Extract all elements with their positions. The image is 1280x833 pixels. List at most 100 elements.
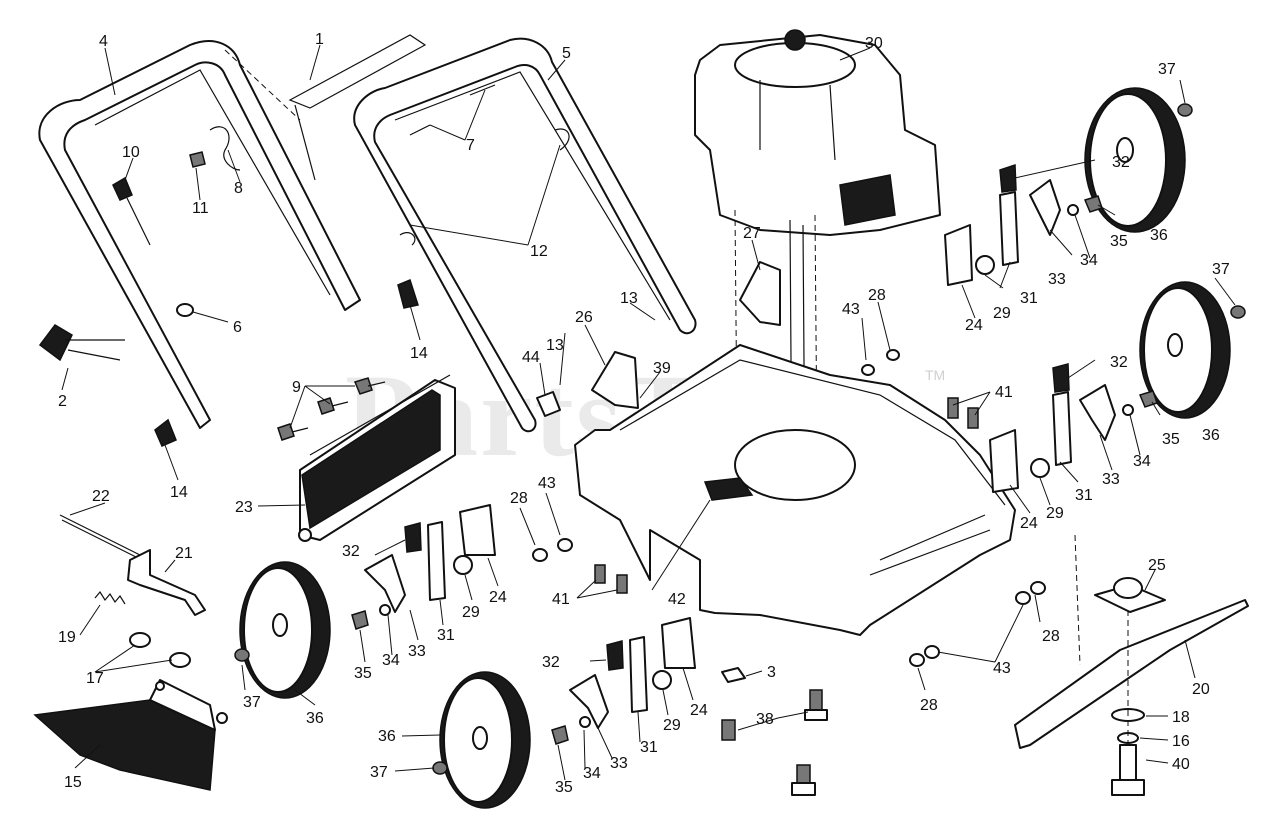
callout-29c: 29 bbox=[462, 604, 480, 621]
callout-29b: 29 bbox=[1046, 505, 1064, 522]
callout-31b: 31 bbox=[1075, 487, 1093, 504]
callout-34c: 34 bbox=[382, 652, 400, 669]
callout-37a: 37 bbox=[1158, 61, 1176, 78]
cable-tie-8 bbox=[209, 126, 241, 171]
callout-5: 5 bbox=[562, 45, 571, 62]
callout-labels: 1 2 3 4 5 6 7 8 9 10 11 12 13 13 14 14 1… bbox=[58, 31, 1230, 796]
callout-31a: 31 bbox=[1020, 290, 1038, 307]
callout-32a: 32 bbox=[1112, 154, 1130, 171]
plug-44 bbox=[536, 391, 561, 417]
wheel-assembly-right-rear bbox=[944, 87, 1193, 286]
callout-43b: 43 bbox=[538, 475, 556, 492]
cable-handle-1 bbox=[224, 34, 427, 181]
callout-1: 1 bbox=[315, 31, 324, 48]
callout-28b: 28 bbox=[510, 490, 528, 507]
knob-14-right bbox=[397, 278, 419, 309]
callout-9: 9 bbox=[292, 379, 301, 396]
callout-19: 19 bbox=[58, 629, 76, 646]
bracket-21 bbox=[127, 549, 206, 616]
leader-lines bbox=[69, 44, 1236, 781]
bolts-38 bbox=[721, 689, 828, 796]
handle-bracket-6-hardware bbox=[176, 303, 229, 323]
callout-29d: 29 bbox=[663, 717, 681, 734]
bolts-9 bbox=[277, 377, 386, 441]
callout-2: 2 bbox=[58, 393, 67, 410]
callout-33a: 33 bbox=[1048, 271, 1066, 288]
callout-31d: 31 bbox=[640, 739, 658, 756]
callout-37d: 37 bbox=[370, 764, 388, 781]
callout-29a: 29 bbox=[993, 305, 1011, 322]
spring-19 bbox=[94, 590, 126, 605]
callout-12: 12 bbox=[530, 243, 548, 260]
hinge-rod-22 bbox=[59, 514, 143, 561]
mower-deck bbox=[574, 344, 1016, 636]
callout-20: 20 bbox=[1192, 681, 1210, 698]
wheel-assembly-left-rear bbox=[432, 617, 696, 809]
callout-42: 42 bbox=[668, 591, 686, 608]
upper-handle-4 bbox=[38, 40, 361, 429]
callout-35a: 35 bbox=[1110, 233, 1128, 250]
callout-23: 23 bbox=[235, 499, 253, 516]
wheel-assembly-right-front bbox=[989, 281, 1246, 493]
callout-30: 30 bbox=[865, 35, 883, 52]
callout-31c: 31 bbox=[437, 627, 455, 644]
callout-6: 6 bbox=[233, 319, 242, 336]
callout-24d: 24 bbox=[690, 702, 708, 719]
callout-39: 39 bbox=[653, 360, 671, 377]
callout-14a: 14 bbox=[410, 345, 428, 362]
callout-36a: 36 bbox=[1150, 227, 1168, 244]
callout-18: 18 bbox=[1172, 709, 1190, 726]
wheel-bracket-26 bbox=[591, 351, 639, 409]
callout-10: 10 bbox=[122, 144, 140, 161]
callout-36b: 36 bbox=[1202, 427, 1220, 444]
blade-adapter-25 bbox=[1094, 577, 1166, 613]
callout-32b: 32 bbox=[1110, 354, 1128, 371]
cable-ties-7-12 bbox=[399, 84, 570, 246]
callout-36d: 36 bbox=[378, 728, 396, 745]
cable-guide-10 bbox=[112, 176, 151, 246]
callout-37b: 37 bbox=[1212, 261, 1230, 278]
callout-44: 44 bbox=[522, 349, 540, 366]
callout-24a: 24 bbox=[965, 317, 983, 334]
callout-7: 7 bbox=[466, 137, 475, 154]
wheel-bracket-27 bbox=[739, 261, 781, 326]
callout-43a: 43 bbox=[842, 301, 860, 318]
discharge-deflector-15 bbox=[33, 679, 228, 791]
knob-14-left bbox=[154, 418, 177, 447]
callout-33b: 33 bbox=[1102, 471, 1120, 488]
callout-40: 40 bbox=[1172, 756, 1190, 773]
callout-22: 22 bbox=[92, 488, 110, 505]
callout-11: 11 bbox=[192, 200, 209, 217]
callout-4: 4 bbox=[99, 33, 108, 50]
callout-33c: 33 bbox=[408, 643, 426, 660]
callout-38: 38 bbox=[756, 711, 774, 728]
handle-knob-2 bbox=[38, 324, 125, 391]
callout-8: 8 bbox=[234, 180, 243, 197]
callout-35d: 35 bbox=[555, 779, 573, 796]
wheel-assembly-left-front bbox=[234, 504, 496, 699]
nuts-17 bbox=[129, 632, 191, 668]
blade-axis-line bbox=[1074, 534, 1129, 745]
callout-13b: 13 bbox=[546, 337, 564, 354]
callout-24c: 24 bbox=[489, 589, 507, 606]
callout-35b: 35 bbox=[1162, 431, 1180, 448]
callout-34d: 34 bbox=[583, 765, 601, 782]
callout-3: 3 bbox=[767, 664, 776, 681]
callout-27: 27 bbox=[743, 225, 761, 242]
callout-28c: 28 bbox=[1042, 628, 1060, 645]
blade-bolt-40 bbox=[1111, 744, 1145, 796]
lower-handle-5 bbox=[353, 37, 697, 433]
callout-26: 26 bbox=[575, 309, 593, 326]
blade-20 bbox=[1014, 599, 1249, 749]
callout-28d: 28 bbox=[920, 697, 938, 714]
callout-35c: 35 bbox=[354, 665, 372, 682]
callout-28a: 28 bbox=[868, 287, 886, 304]
rear-door-23 bbox=[298, 374, 456, 542]
callout-34b: 34 bbox=[1133, 453, 1151, 470]
callout-41b: 41 bbox=[552, 591, 570, 608]
clip-3 bbox=[721, 667, 746, 683]
callout-32c: 32 bbox=[342, 543, 360, 560]
callout-41a: 41 bbox=[995, 384, 1013, 401]
callout-21: 21 bbox=[175, 545, 193, 562]
